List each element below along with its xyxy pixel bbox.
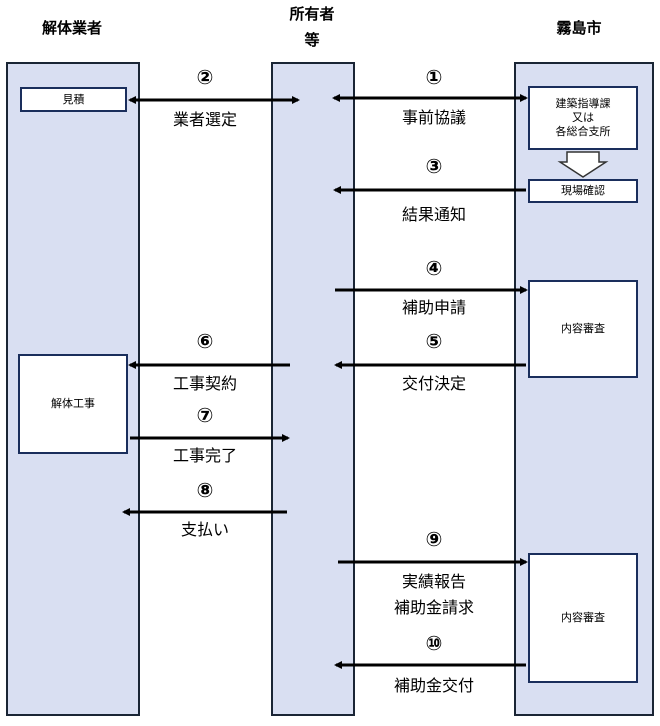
step8-label: 支払い	[180, 520, 229, 539]
step4-label: 補助申請	[401, 298, 466, 317]
step7-number: ⑦	[196, 403, 214, 427]
department-box: 建築指導課 又は 各総合支所	[528, 86, 638, 150]
step6-number: ⑥	[196, 329, 214, 353]
header-owner: 所有者 等	[262, 4, 362, 50]
step5-label: 交付決定	[401, 374, 466, 393]
step5-number: ⑤	[425, 329, 443, 353]
header-city: 霧島市	[556, 19, 602, 37]
step10-number: ⑩	[425, 631, 443, 655]
demolition-box: 解体工事	[18, 354, 128, 454]
step10-label: 補助金交付	[393, 676, 474, 695]
step1-label: 事前協議	[401, 108, 466, 127]
lane-owner	[271, 62, 355, 716]
header-contractor: 解体業者	[41, 19, 102, 37]
step2-number: ②	[196, 65, 214, 89]
step9-label-2: 補助金請求	[393, 598, 474, 617]
arrow-dept-to-site	[557, 151, 609, 178]
step4-number: ④	[425, 256, 443, 280]
step9-label: 実績報告	[401, 572, 466, 591]
department-line3: 各総合支所	[555, 125, 611, 138]
step7-label: 工事完了	[172, 446, 237, 465]
review-box-2: 内容審査	[528, 553, 638, 683]
step6-label: 工事契約	[172, 374, 237, 393]
site-check-box: 現場確認	[528, 179, 638, 203]
step3-label: 結果通知	[401, 205, 466, 224]
header-owner-line2: 等	[304, 31, 320, 49]
step8-number: ⑧	[196, 478, 214, 502]
estimate-box: 見積	[20, 87, 127, 112]
step1-number: ①	[425, 65, 443, 89]
header-owner-line1: 所有者	[289, 5, 335, 23]
step2-label: 業者選定	[172, 110, 237, 129]
department-line2: 又は	[572, 111, 594, 124]
department-line1: 建築指導課	[555, 97, 611, 110]
step3-number: ③	[425, 154, 443, 178]
review-box-1: 内容審査	[528, 280, 638, 378]
step9-number: ⑨	[425, 527, 443, 551]
